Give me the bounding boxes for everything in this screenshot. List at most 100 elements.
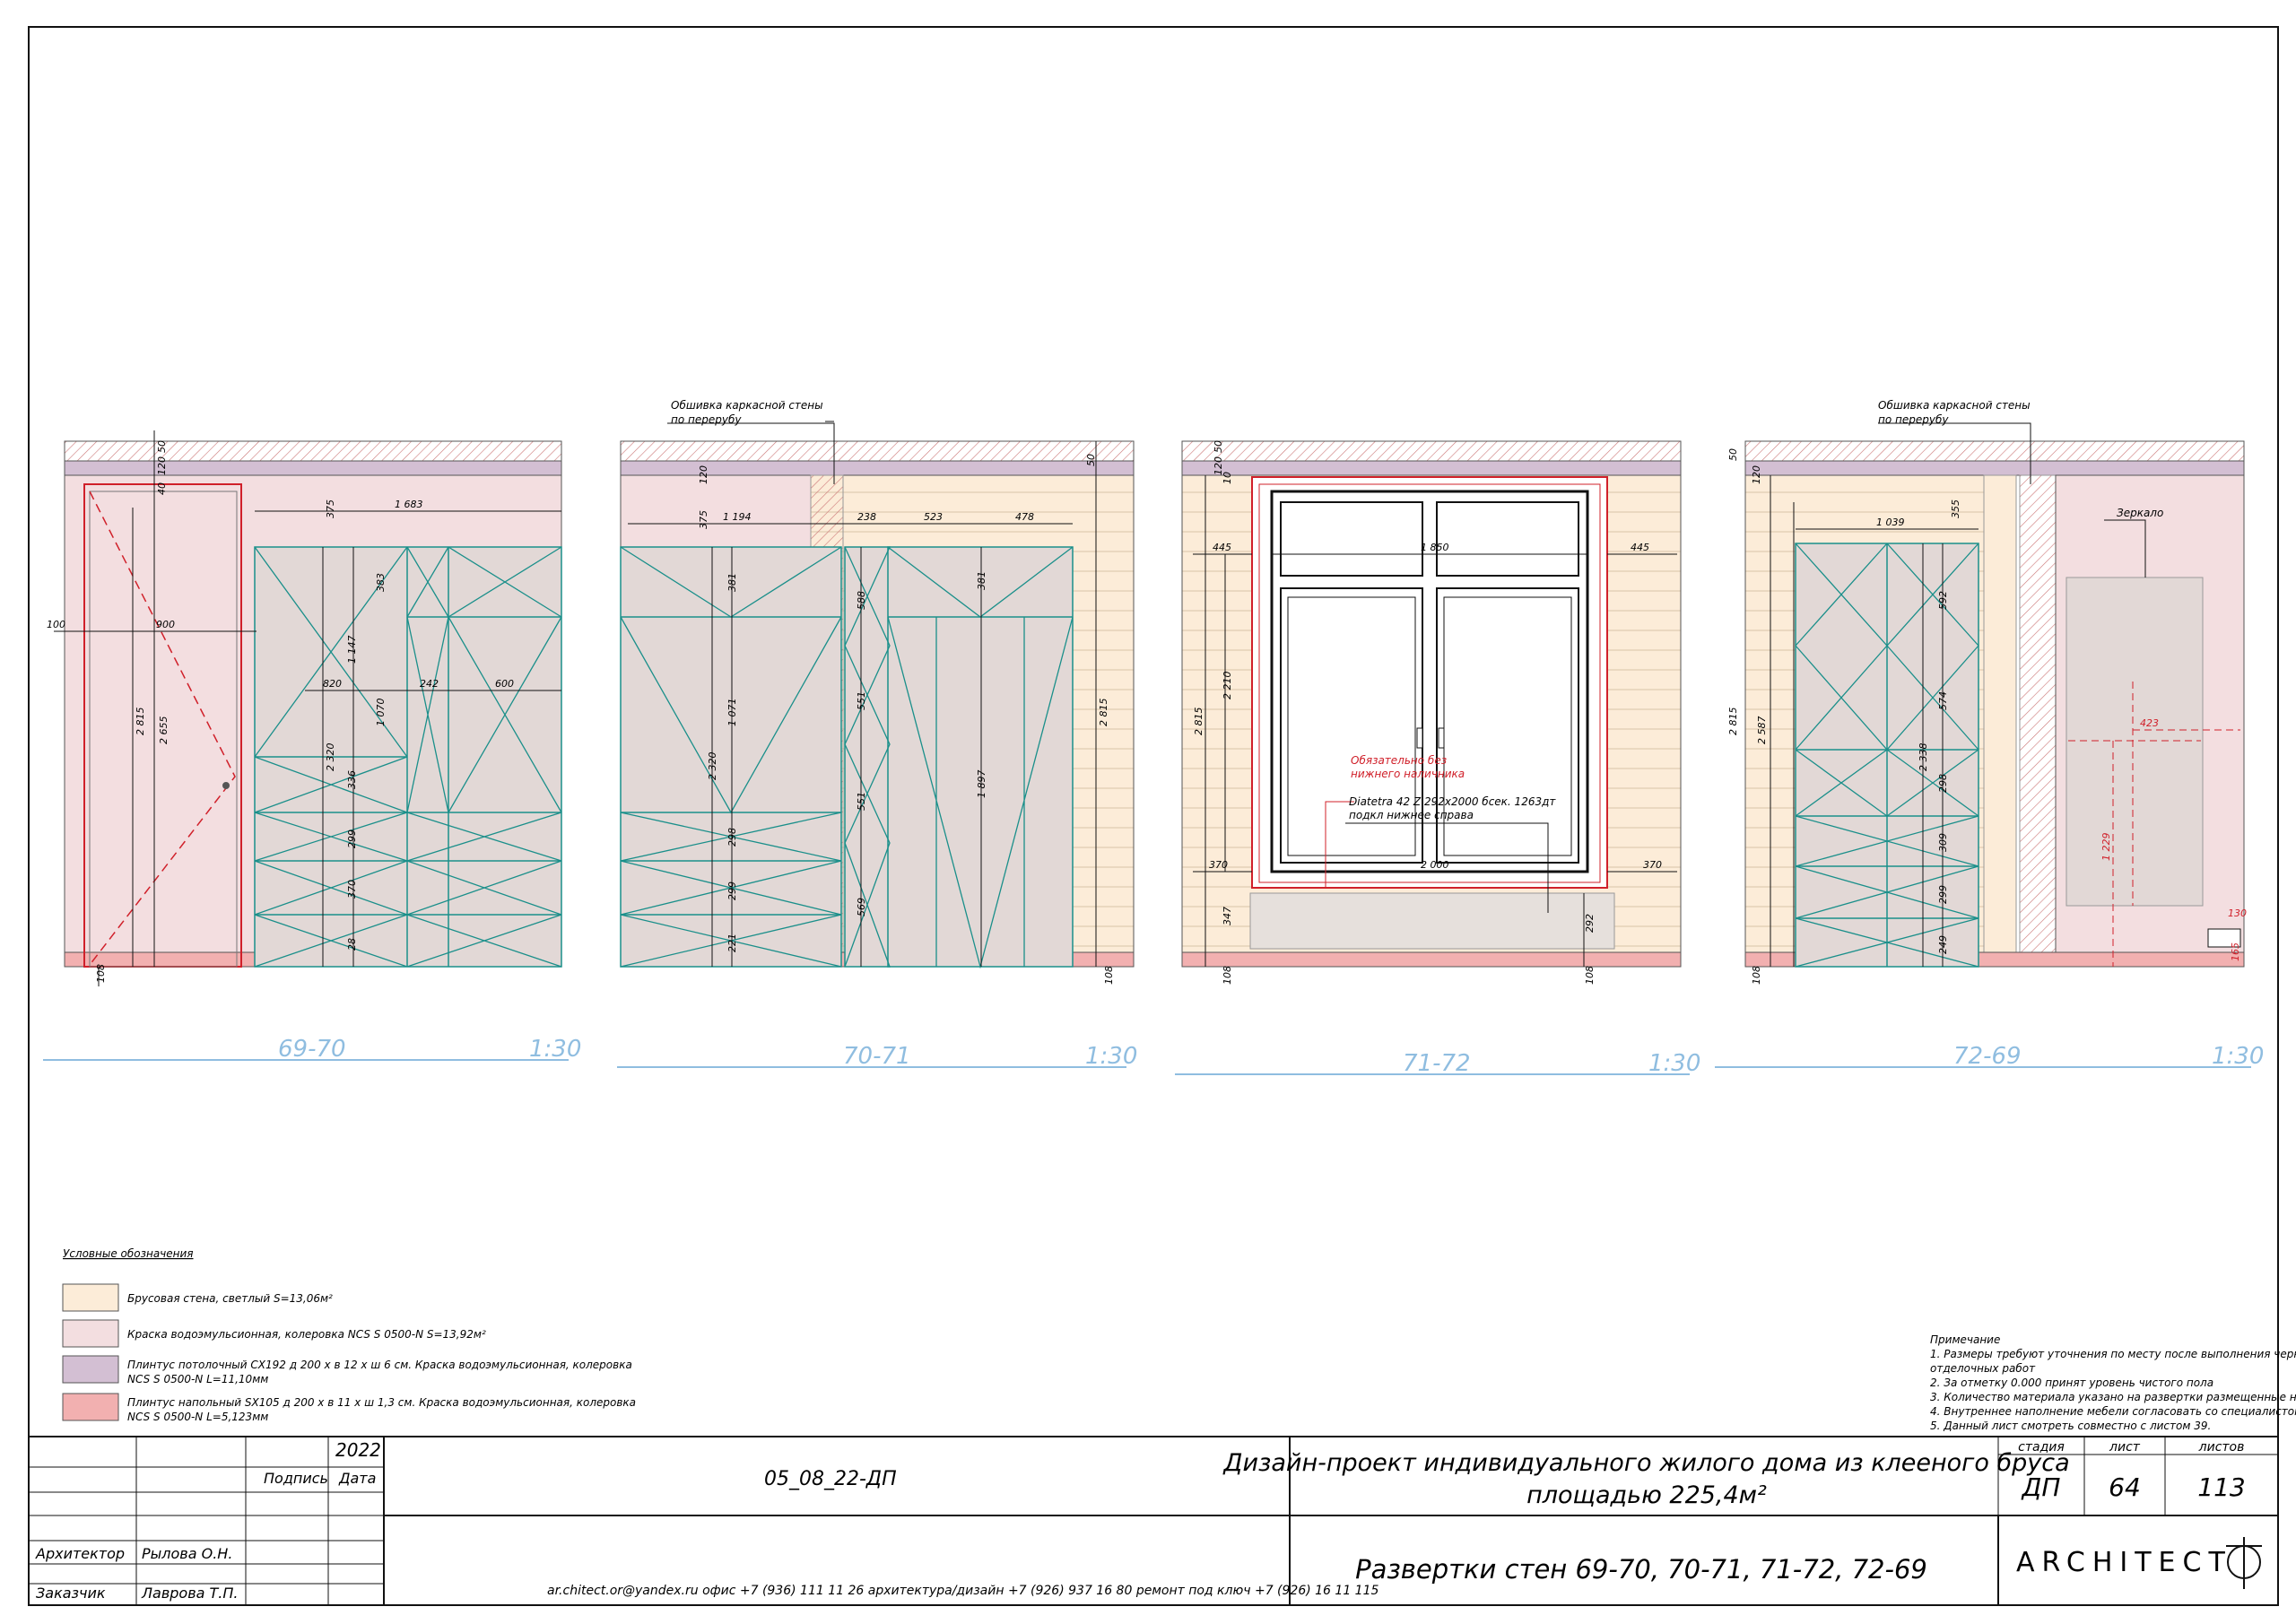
dim-h-total: 2 815 — [1193, 708, 1205, 736]
dim-w-mid: 238 — [857, 511, 876, 523]
window-handle-right — [1438, 727, 1445, 749]
dim-h-total: 2 815 — [1098, 699, 1109, 727]
transom-right — [1436, 501, 1579, 577]
dim-m2: 551 — [856, 691, 867, 710]
door-swing — [89, 491, 236, 966]
project-title-1: Дизайн-проект индивидуального жилого дом… — [1222, 1449, 2069, 1477]
dim-v6: 299 — [1937, 885, 1949, 904]
elevation-name: 70-71 — [843, 1043, 911, 1070]
logo-text: ARCHITECT — [2016, 1547, 2232, 1578]
dim-r1: 381 — [976, 571, 987, 590]
dim-h-total: 2 815 — [1727, 708, 1739, 736]
dim-w-r1: 523 — [924, 511, 943, 523]
dim-off-top: 375 — [325, 499, 336, 518]
dim-top3: 40 — [156, 482, 168, 495]
dim-floor-left: 108 — [1222, 966, 1233, 985]
elevation-name: 69-70 — [278, 1036, 346, 1063]
sash-right — [1436, 587, 1579, 864]
dim-floor: 108 — [95, 964, 107, 983]
stamp-code: 05_08_22-ДП — [764, 1468, 897, 1490]
dim-cab-w: 1 039 — [1876, 517, 1905, 528]
dim-v7: 370 — [346, 880, 358, 899]
radiator — [1249, 892, 1615, 950]
elevation-name: 71-72 — [1403, 1050, 1471, 1077]
wardrobe — [254, 546, 562, 968]
title-block-text: 2022 Подпись Дата Архитектор Рылова О.Н.… — [35, 1439, 2262, 1602]
sheets-value: 113 — [2197, 1472, 2245, 1502]
ceiling-plinth — [64, 460, 562, 476]
dim-w-r2: 478 — [1015, 511, 1034, 523]
ceiling-slab — [1744, 440, 2245, 462]
elevation-scale: 1:30 — [1648, 1050, 1700, 1077]
dim-v4: 298 — [1937, 774, 1949, 793]
dim-h-cab: 2 587 — [1756, 716, 1768, 745]
dim-door-w: 900 — [156, 619, 175, 630]
dim-top1: 50 — [1213, 440, 1224, 453]
title-block — [28, 1436, 2279, 1606]
dim-side-right: 445 — [1631, 542, 1649, 553]
elevation-71-72: 50 120 10 445 445 1 850 2 815 2 210 370 … — [1175, 440, 1700, 1077]
dim-sill-left: 370 — [1209, 859, 1228, 871]
sheets-label: листов — [2198, 1440, 2245, 1455]
ceiling-slab — [64, 440, 562, 462]
note-line-1: 1. Размеры требуют уточнения по месту по… — [1930, 1348, 2296, 1360]
dim-v6: 299 — [346, 829, 358, 848]
dim-side-left: 445 — [1213, 542, 1231, 553]
logo-mark-icon — [2226, 1537, 2262, 1589]
dim-v3: 2 320 — [707, 752, 718, 781]
wardrobe — [1795, 543, 1979, 968]
dim-low: 347 — [1222, 907, 1233, 925]
dim-top1: 50 — [156, 440, 168, 453]
dim-v4: 298 — [726, 828, 738, 847]
dim-m4: 569 — [856, 898, 867, 916]
dim-s1: 130 — [2228, 908, 2247, 919]
dim-sill-right: 370 — [1643, 859, 1662, 871]
dim-v1: 381 — [726, 573, 738, 592]
dim-v3: 1 070 — [375, 699, 387, 727]
dim-m3: 551 — [856, 792, 867, 811]
ceiling-plinth — [1181, 460, 1682, 476]
stage-label: стадия — [2018, 1440, 2065, 1455]
socket — [2207, 928, 2241, 948]
stamp-year: 2022 — [335, 1439, 381, 1461]
dim-r2: 1 897 — [976, 770, 987, 799]
dim-w2: 242 — [420, 678, 439, 690]
mirror — [2066, 577, 2204, 907]
elevation-name: 72-69 — [1953, 1043, 2022, 1070]
dim-v6: 221 — [726, 934, 738, 952]
door-handle — [222, 782, 230, 789]
legend-item-4b: NCS S 0500-N L=5,123мм — [127, 1411, 268, 1423]
note-line-6: 5. Данный лист смотреть совместно с лист… — [1930, 1420, 2211, 1432]
dim-h-win: 2 210 — [1222, 672, 1233, 700]
note-line-4: 3. Количество материала указано на разве… — [1930, 1391, 2296, 1403]
elevation-scale: 1:30 — [2212, 1043, 2264, 1070]
notes-title: Примечание — [1930, 1333, 2000, 1346]
legend-swatch-ceiling-plinth — [62, 1355, 119, 1384]
legend-title: Условные обозначения — [63, 1247, 194, 1260]
dim-rad-h: 292 — [1584, 914, 1596, 933]
project-title-2: площадью 225,4м² — [1526, 1481, 1767, 1509]
dim-floor: 108 — [1751, 966, 1762, 985]
ceiling-plinth — [1744, 460, 2245, 476]
door-leaf — [89, 491, 238, 968]
stamp-role-1: Архитектор — [35, 1545, 125, 1562]
stamp-sign-label: Подпись — [264, 1470, 328, 1487]
dim-top2: 120 — [1213, 456, 1224, 475]
dim-top1: 50 — [1727, 448, 1739, 461]
legend-item-3: Плинтус потолочный CX192 д 200 х в 12 х … — [127, 1359, 632, 1371]
frame-wall-hatch — [2019, 474, 2057, 968]
sheet-title: Развертки стен 69-70, 70-71, 71-72, 72-6… — [1355, 1554, 1927, 1585]
legend-item-1: Брусовая стена, светлый S=13,06м² — [127, 1292, 333, 1305]
stamp-person-2: Лаврова Т.П. — [141, 1585, 239, 1602]
legend-swatch-floor-plinth — [62, 1393, 119, 1421]
dim-top1: 120 — [698, 465, 709, 484]
dim-v1: 592 — [1937, 591, 1949, 610]
legend-item-3b: NCS S 0500-N L=11,10мм — [127, 1373, 268, 1385]
legend-swatch-timber — [62, 1283, 119, 1312]
dim-top2: 120 — [1751, 465, 1762, 484]
notes: Примечание 1. Размеры требуют уточнения … — [1930, 1333, 2296, 1432]
